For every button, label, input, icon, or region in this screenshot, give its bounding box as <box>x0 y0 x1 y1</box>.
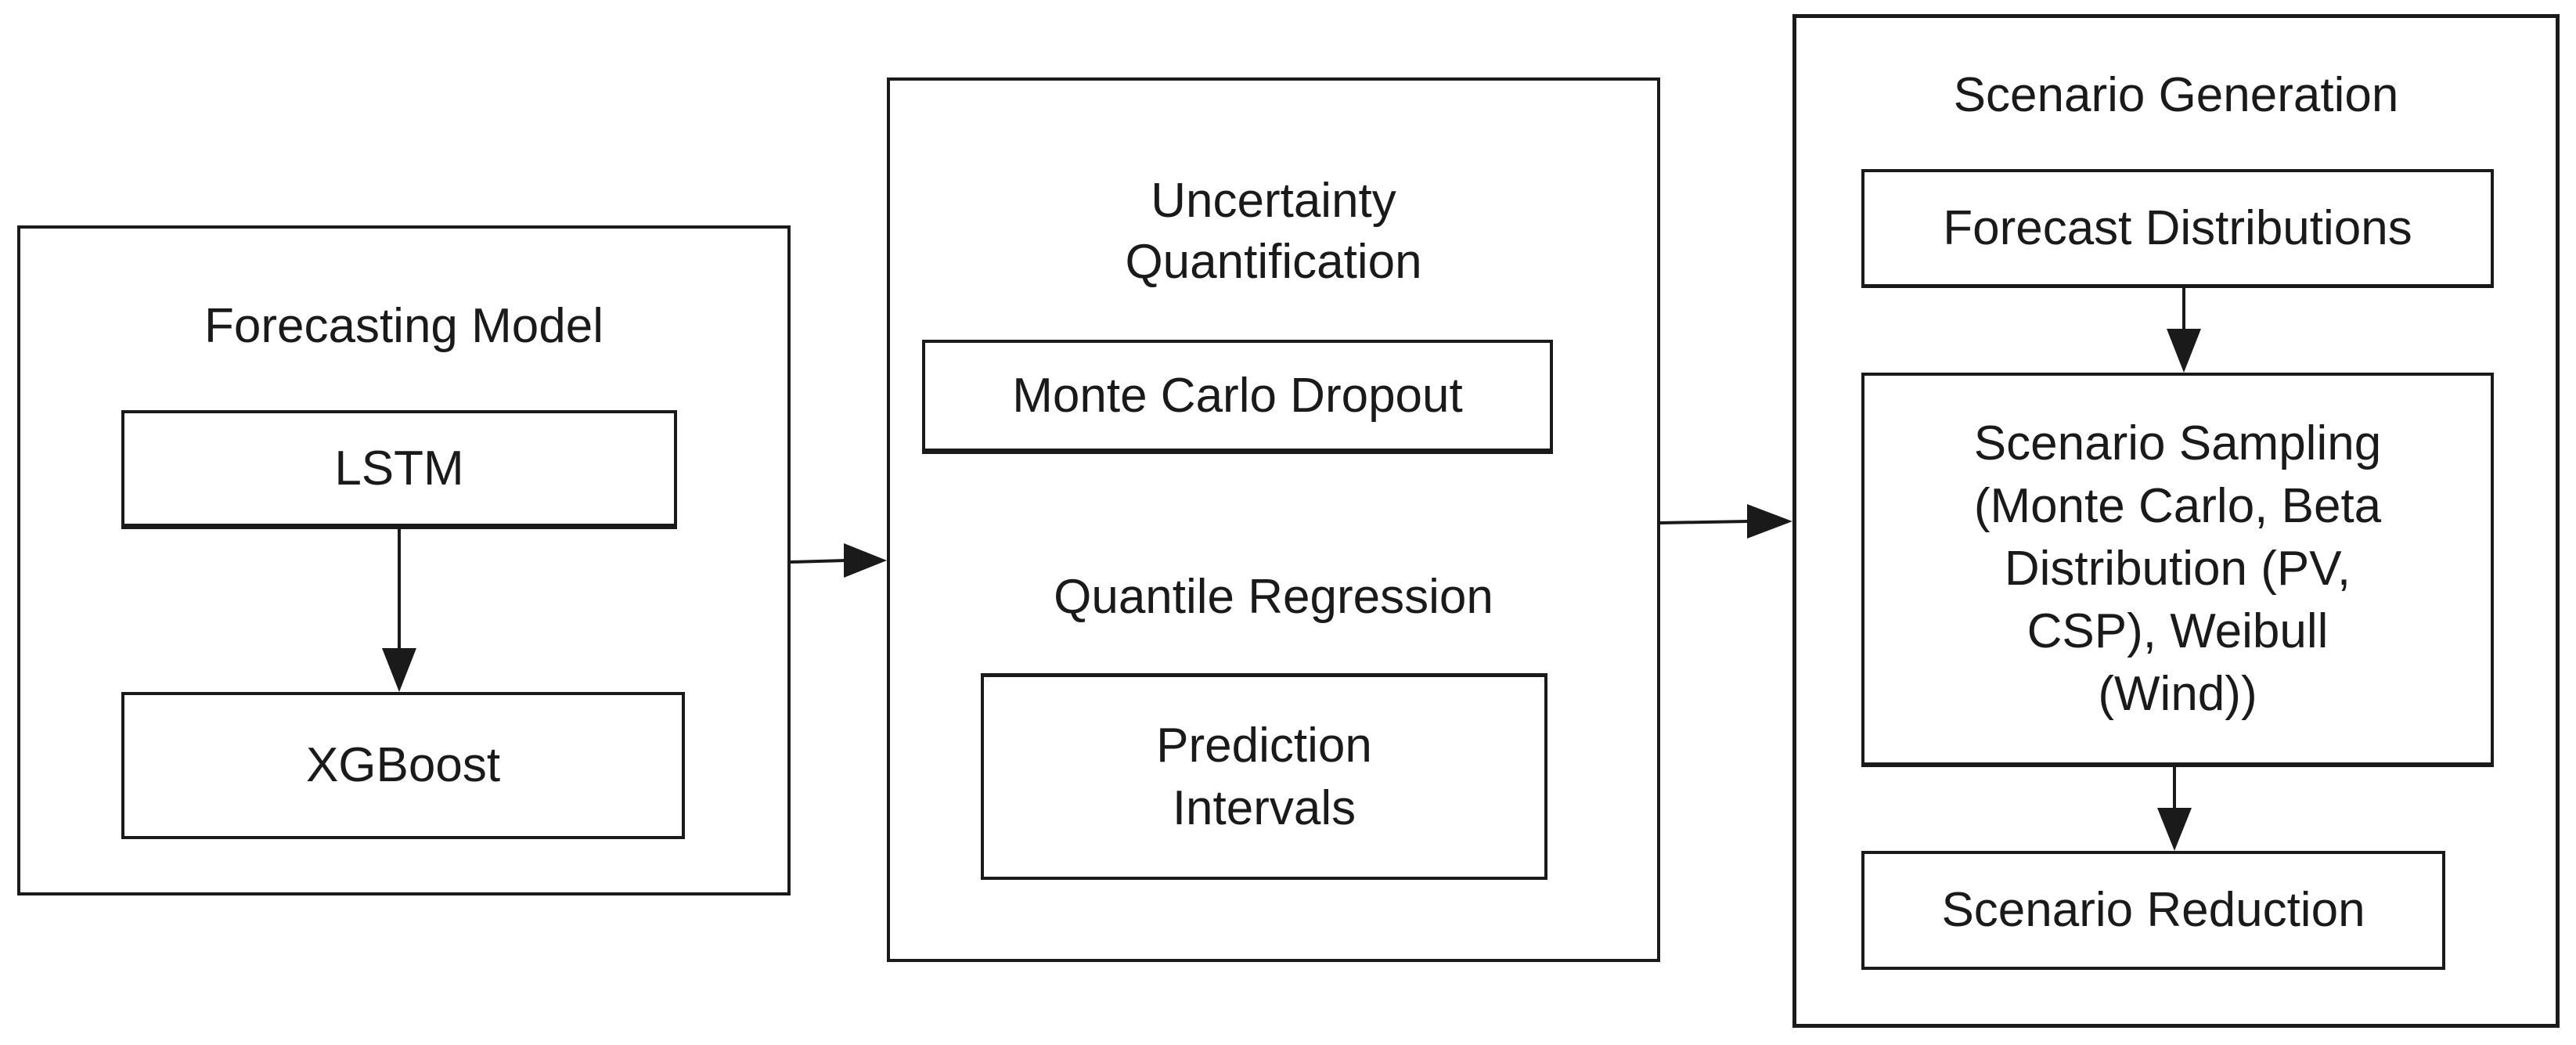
forecasting-model-title: Forecasting Model <box>204 299 604 353</box>
lstm-label: LSTM <box>334 441 464 495</box>
uncertainty-quantification-title: Uncertainty Quantification <box>1125 174 1422 289</box>
monte-carlo-dropout-box: Monte Carlo Dropout <box>922 340 1553 454</box>
forecast-distributions-box: Forecast Distributions <box>1861 169 2494 288</box>
scenario-sampling-box: Scenario Sampling (Monte Carlo, Beta Dis… <box>1861 373 2494 767</box>
arrow-lstm-to-xgboost <box>382 529 416 692</box>
arrow-uncertainty-to-scenario <box>1659 504 1792 539</box>
arrow-distributions-to-sampling <box>2167 288 2201 373</box>
prediction-intervals-label: Prediction Intervals <box>1156 718 1372 835</box>
scenario-sampling-label: Scenario Sampling (Monte Carlo, Beta Dis… <box>1973 416 2382 721</box>
xgboost-box: XGBoost <box>121 692 685 839</box>
scenario-reduction-box: Scenario Reduction <box>1861 851 2445 970</box>
monte-carlo-dropout-label: Monte Carlo Dropout <box>1012 368 1463 423</box>
scenario-generation-title: Scenario Generation <box>1953 68 2399 122</box>
scenario-reduction-label: Scenario Reduction <box>1941 883 2365 937</box>
arrow-forecasting-to-uncertainty <box>790 543 887 578</box>
quantile-regression-title: Quantile Regression <box>1054 570 1493 624</box>
lstm-box: LSTM <box>121 410 677 529</box>
forecast-distributions-label: Forecast Distributions <box>1943 200 2412 255</box>
prediction-intervals-box: Prediction Intervals <box>981 673 1547 880</box>
arrow-sampling-to-reduction <box>2157 767 2192 851</box>
xgboost-label: XGBoost <box>305 738 501 792</box>
